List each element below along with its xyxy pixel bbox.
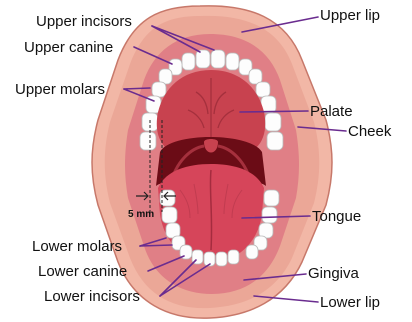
- upper-incisor-2: [211, 50, 225, 68]
- label-upper-lip: Upper lip: [320, 7, 380, 24]
- label-lower-canine: Lower canine: [38, 263, 127, 280]
- label-lower-lip: Lower lip: [320, 294, 380, 311]
- label-upper-incisors: Upper incisors: [36, 13, 132, 30]
- label-gingiva: Gingiva: [308, 265, 360, 282]
- label-palate: Palate: [310, 103, 353, 120]
- lower-canine-right: [246, 245, 258, 259]
- label-tongue: Tongue: [312, 208, 361, 225]
- label-upper-molars: Upper molars: [15, 81, 105, 98]
- leader-upper-molars-1: [124, 88, 150, 89]
- leader-palate: [240, 111, 308, 112]
- upper-incisor-1: [196, 50, 210, 68]
- label-cheek: Cheek: [348, 123, 392, 140]
- lower-molar-2: [162, 207, 177, 223]
- label-lower-incisors: Lower incisors: [44, 288, 140, 305]
- upper-incisor-4: [226, 53, 239, 70]
- leader-lower-molars-2: [140, 245, 172, 246]
- lower-incisor-4: [228, 250, 239, 264]
- upper-incisor-3: [182, 53, 195, 70]
- label-lower-molars: Lower molars: [32, 238, 122, 255]
- scale-label: 5 mm: [128, 209, 154, 220]
- label-upper-canine: Upper canine: [24, 39, 113, 56]
- lower-incisor-3: [216, 252, 227, 266]
